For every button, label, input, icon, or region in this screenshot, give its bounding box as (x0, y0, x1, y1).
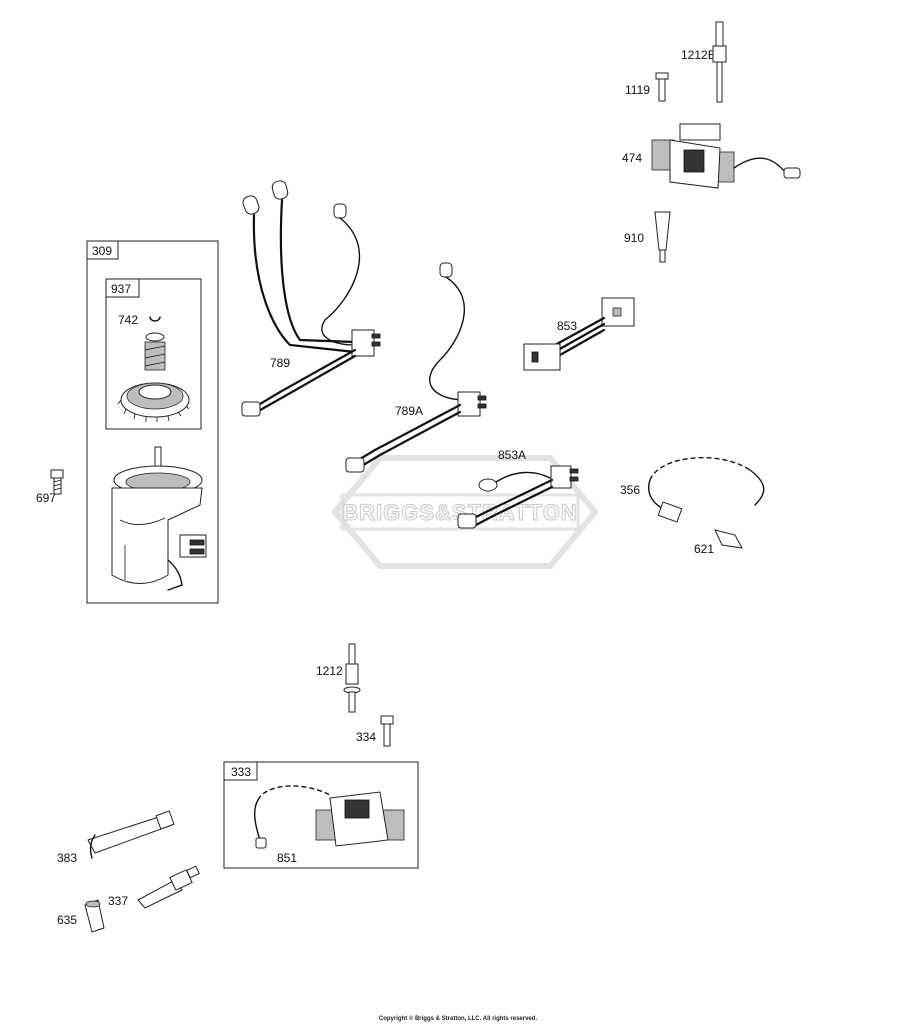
wire-harness-853A (457, 465, 579, 529)
clip-621 (714, 529, 743, 549)
copyright-notice: Copyright © Briggs & Stratton, LLC. All … (379, 1015, 538, 1022)
spark-plug-boot-910 (654, 211, 671, 263)
label-789: 789 (270, 356, 290, 370)
starter-motor (111, 446, 207, 591)
bolt-697 (50, 469, 64, 495)
ignition-armature-333 (253, 785, 405, 849)
ignition-armature-474 (651, 123, 801, 189)
label-697: 697 (36, 491, 56, 505)
label-1119: 1119 (625, 83, 650, 97)
terminal-635 (84, 899, 105, 933)
label-853A: 853A (498, 448, 526, 462)
clip-742 (149, 316, 161, 322)
label-742: 742 (118, 313, 138, 327)
label-474: 474 (622, 151, 642, 165)
label-910: 910 (624, 231, 644, 245)
box-333: 333 851 (223, 761, 419, 869)
wire-harness-789 (241, 180, 381, 417)
starter-drive-pinion (117, 332, 190, 422)
label-635: 635 (57, 913, 77, 927)
label-383: 383 (57, 851, 77, 865)
label-789A: 789A (395, 404, 423, 418)
label-851: 851 (277, 851, 297, 865)
box-309-label: 309 (92, 244, 112, 258)
wire-harness-789A (345, 262, 487, 473)
spark-plug-337 (137, 865, 200, 909)
stud-1212B (712, 21, 727, 103)
wire-connector-853 (523, 297, 635, 371)
screw-1119 (655, 72, 669, 102)
box-937-label: 937 (111, 282, 131, 296)
label-1212B: 1212B (681, 48, 716, 62)
stop-wire-356 (648, 456, 765, 523)
bolt-334 (380, 715, 394, 747)
label-853: 853 (557, 319, 577, 333)
label-621: 621 (694, 542, 714, 556)
box-309: 309 937 742 (86, 240, 219, 604)
box-333-label: 333 (231, 765, 251, 779)
label-1212: 1212 (316, 664, 343, 678)
label-356: 356 (620, 483, 640, 497)
label-334: 334 (356, 730, 376, 744)
tool-383 (87, 810, 175, 859)
label-337: 337 (108, 894, 128, 908)
stud-1212 (343, 643, 361, 713)
